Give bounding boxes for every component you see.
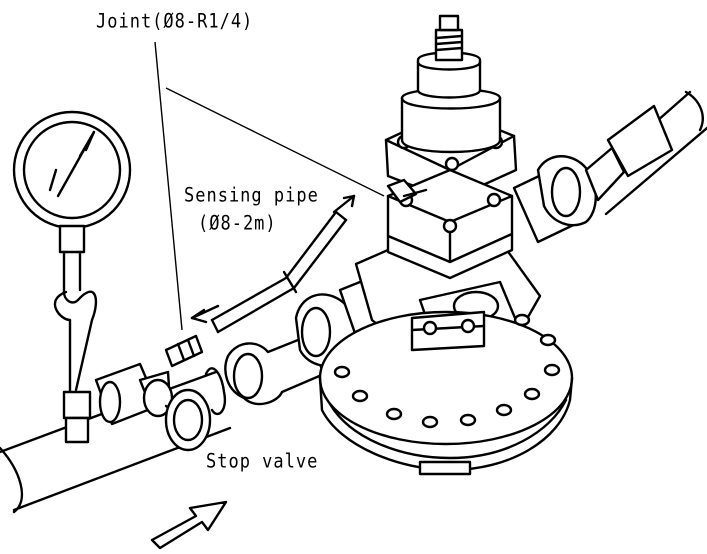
lower-union xyxy=(410,310,486,352)
joint-leader-lines xyxy=(154,41,385,331)
pilot-bonnet xyxy=(384,14,518,280)
stop-valve-label: Stop valve xyxy=(206,450,319,473)
sensing-pipe-label: Sensing pipe xyxy=(184,184,319,207)
sensing-port-fitting xyxy=(386,178,428,204)
sensing-pipe-size-label: (Ø8-2m) xyxy=(198,212,277,235)
joint-label: Joint(Ø8-R1/4) xyxy=(96,10,254,33)
diaphragm-housing xyxy=(318,310,574,476)
flange-bolts xyxy=(333,313,561,429)
pressure-gauge xyxy=(12,110,132,254)
outlet-pipe xyxy=(512,90,707,244)
sensing-pipe xyxy=(210,210,348,334)
siphon-tube xyxy=(53,250,98,444)
flow-arrows-small xyxy=(190,194,356,324)
joint-fitting xyxy=(164,334,204,368)
flow-direction-arrow xyxy=(150,500,228,550)
stop-valve-body xyxy=(138,370,212,452)
